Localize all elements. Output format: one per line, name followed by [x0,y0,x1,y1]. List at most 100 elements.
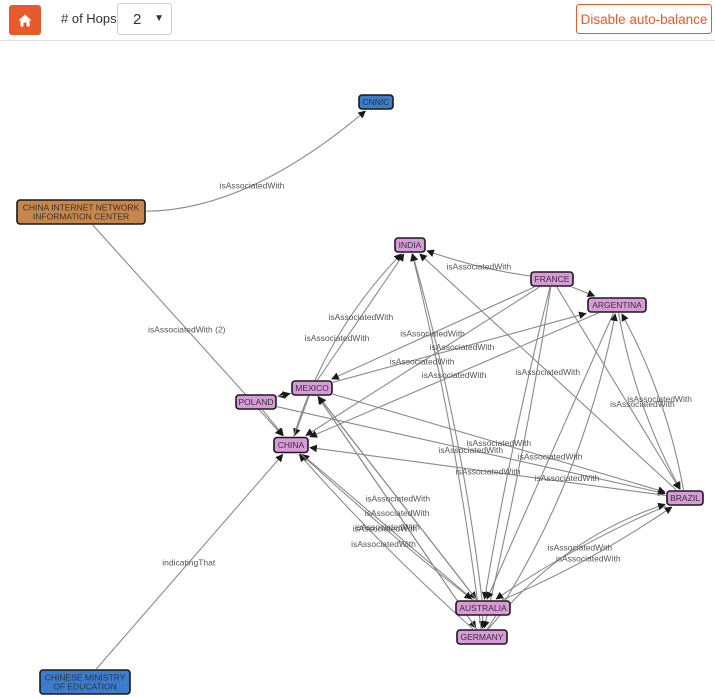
edge-mexico-india [317,253,405,381]
node-australia[interactable]: AUSTRALIA [455,600,511,616]
node-box [39,669,131,695]
node-argentina[interactable]: ARGENTINA [587,297,647,313]
caret-down-icon: ▼ [154,13,164,24]
edge-label: isAssociatedWith [400,328,465,338]
edge-germany-argentina [486,313,618,630]
edge-label: isAssociatedWith [447,261,512,271]
edge-label: isAssociatedWith [351,539,416,549]
edge-label: isAssociatedWith [390,357,455,367]
edge-china-india [293,253,402,437]
edge-france-mexico [331,286,535,380]
node-box [291,380,333,396]
edge-label: isAssociatedWith [422,370,487,380]
edge-china-australia [299,453,473,600]
edge-labels-layer: isAssociatedWith isAssociatedWith (2) indi… [148,181,692,568]
edge-australia-india [410,253,483,601]
edge-label: isAssociatedWith [610,399,675,409]
node-germany[interactable]: GERMANY [456,629,508,645]
node-box [455,600,511,616]
home-button[interactable] [9,5,41,35]
edge-argentina-brazil [617,312,681,490]
node-label: INDIA [399,240,422,250]
home-icon [18,14,32,26]
disable-auto-balance-button[interactable]: Disable auto-balance [576,4,712,34]
edge-label: isAssociatedWith [220,181,285,191]
edge-france-australia [481,286,551,600]
edge-label: isAssociatedWith [547,543,612,553]
edge-label: isAssociatedWith [365,493,430,503]
toolbar: # of Hops 2 ▼ Disable auto-balance [0,0,715,41]
node-box [666,490,704,506]
edge-label: isAssociatedWith [535,473,600,483]
edges-layer [92,110,685,670]
edge-argentina-china [309,312,599,438]
edge-label: isAssociatedWith [627,394,692,404]
edge-label: isAssociatedWith [305,333,370,343]
edge-label: isAssociatedWith [365,508,430,518]
node-poland[interactable]: POLAND [235,394,277,410]
node-box [456,629,508,645]
edge-germany-mexico [317,396,477,630]
node-label: FRANCE [535,274,570,284]
edge-mexico-china [293,395,310,437]
edge-label: isAssociatedWith [518,451,583,461]
edge-france-brazil [556,286,681,490]
node-brazil[interactable]: BRAZIL [666,490,704,506]
edge-brazil-india [419,253,677,491]
edge-label: isAssociatedWith (2) [148,324,226,334]
edge-label: isAssociatedWith [515,367,580,377]
edge-label: isAssociatedWith [328,312,393,322]
node-label: BRAZIL [670,493,700,503]
node-box [273,436,309,454]
edge-mexico-brazil [332,393,666,494]
edge-label: isAssociatedWith [430,342,495,352]
node-box [358,94,394,110]
node-box [394,237,426,253]
node-france[interactable]: FRANCE [530,271,574,287]
edge-label: isAssociatedWith [438,445,503,455]
hops-label: # of Hops [61,11,117,26]
node-mexico[interactable]: MEXICO [291,380,333,396]
edge-france-india [426,249,531,277]
edge-label: isAssociatedWith [355,522,420,532]
node-cnnic[interactable]: CNNIC [358,94,394,110]
edge-poland-china [262,409,284,437]
node-label: OF EDUCATION [53,682,117,692]
edge-mexico-argentina [332,311,587,383]
node-box [16,199,146,225]
node-box [235,394,277,410]
hops-value: 2 [133,11,142,28]
node-label: CHINA [278,440,305,450]
node-label: CNNIC [363,97,390,107]
edge-germany-china [298,453,474,630]
node-label: CHINESE MINISTRY [45,673,126,683]
edge-france-argentina [571,286,596,298]
edge-brazil-argentina [621,313,685,491]
edge-australia-mexico [318,396,478,601]
graph-canvas[interactable]: isAssociatedWith isAssociatedWith (2) indi… [0,42,715,698]
hops-select[interactable]: 2 ▼ [117,3,172,35]
edge-argentina-australia [486,312,614,600]
edge-australia-china [301,454,474,601]
edge-label: isAssociatedWith [466,438,531,448]
edge-label: indicatingThat [162,558,216,568]
node-label: POLAND [239,397,274,407]
node-label: AUSTRALIA [459,603,507,613]
edge-germany-india [410,253,482,630]
edge-france-germany [481,286,552,629]
edge-brazil-australia [495,505,667,600]
node-label: CHINA INTERNET NETWORK [23,203,140,213]
node-box [530,271,574,287]
node-china[interactable]: CHINA [273,436,309,454]
edge-cmoe-china [95,453,284,670]
node-india[interactable]: INDIA [394,237,426,253]
node-label: ARGENTINA [592,300,642,310]
node-label: INFORMATION CENTER [33,212,129,222]
edge-cinic-cnnic [145,110,366,212]
edge-poland-mexico [276,391,291,399]
edge-france-china [305,286,540,436]
node-label: MEXICO [295,383,329,393]
